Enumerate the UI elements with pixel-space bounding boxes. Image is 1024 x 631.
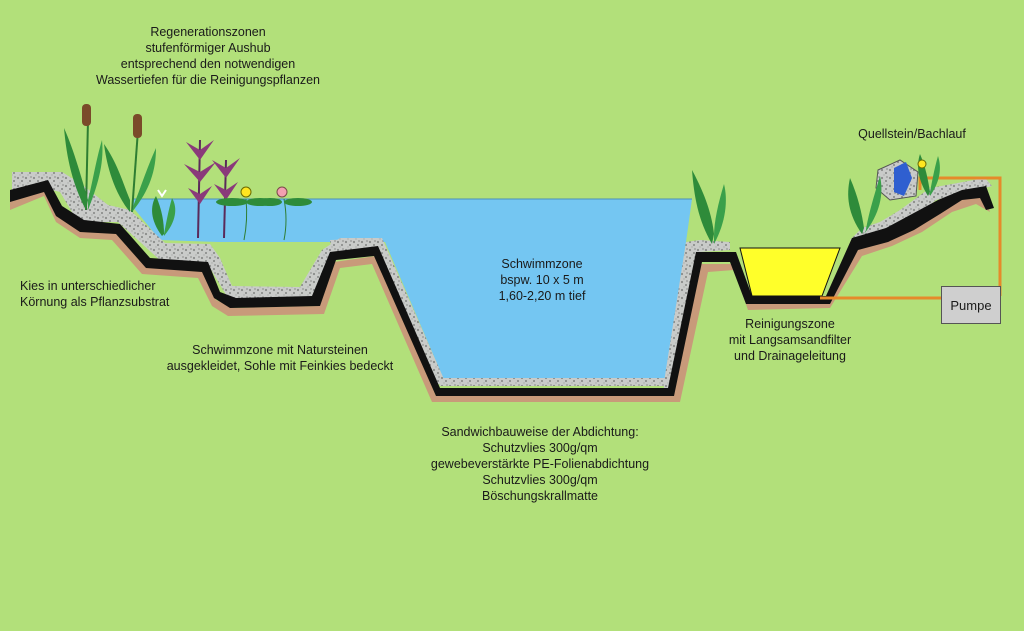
pump-label: Pumpe (950, 297, 992, 313)
sandwich-construction-label: Sandwichbauweise der Abdichtung: Schutzv… (390, 424, 690, 504)
swimming-zone-water (330, 199, 692, 382)
swimming-zone-label: Schwimmzone bspw. 10 x 5 m 1,60-2,20 m t… (462, 256, 622, 304)
bank-plant-right-1 (692, 170, 726, 244)
cleaning-zone-label: Reinigungszone mit Langsamsandfilter und… (708, 316, 872, 364)
sandwich-label-line-3: gewebeverstärkte PE-Folienabdichtung (430, 457, 650, 471)
small-aquatic-plant (152, 189, 176, 236)
pump-box: Pumpe (941, 286, 1001, 324)
source-stone-label: Quellstein/Bachlauf (832, 126, 992, 142)
gravel-label-line-2: Körnung als Pflanzsubstrat (20, 295, 170, 309)
cleaning-zone-label-line-3: und Drainageleitung (734, 349, 846, 363)
natural-stone-label-line-2: ausgekleidet, Sohle mit Feinkies bedeckt (166, 359, 394, 373)
regeneration-zones-label: Regenerationszonen stufenförmiger Aushub… (58, 24, 358, 88)
natural-stone-label-line-1: Schwimmzone mit Natursteinen (192, 343, 368, 357)
regeneration-zone-water (132, 199, 330, 242)
slow-sand-filter (739, 247, 841, 297)
regeneration-label-line-2: stufenförmiger Aushub (145, 41, 271, 55)
source-stone-label-line-1: Quellstein/Bachlauf (858, 127, 966, 141)
swimming-zone-label-line-3: 1,60-2,20 m tief (498, 289, 586, 303)
gravel-label-line-1: Kies in unterschiedlicher (20, 279, 156, 293)
purple-loosestrife-plant-1 (184, 139, 216, 239)
natural-stone-label: Schwimmzone mit Natursteinen ausgekleide… (140, 342, 420, 374)
sandwich-label-line-2: Schutzvlies 300g/qm (482, 441, 598, 455)
sandwich-label-line-4: Schutzvlies 300g/qm (482, 473, 598, 487)
regeneration-label-line-4: Wassertiefen für die Reinigungspflanzen (96, 73, 320, 87)
cattail-plant-1 (64, 104, 103, 211)
swimming-zone-label-line-2: bspw. 10 x 5 m (500, 273, 584, 287)
gravel-label: Kies in unterschiedlicher Körnung als Pf… (20, 278, 169, 310)
regeneration-label-line-1: Regenerationszonen (150, 25, 266, 39)
protective-fleece-layer (10, 186, 990, 402)
cattail-plant-2 (104, 114, 156, 213)
regeneration-label-line-3: entsprechend den notwendigen (120, 57, 296, 71)
water-lily-pink (258, 186, 312, 241)
bank-plant-right-3 (917, 154, 940, 196)
return-pipe (918, 176, 1002, 296)
bank-plant-right-2 (848, 176, 882, 234)
sandwich-label-line-1: Sandwichbauweise der Abdichtung: (441, 425, 639, 439)
swimming-zone-label-line-1: Schwimmzone (501, 257, 583, 271)
cleaning-zone-label-line-2: mit Langsamsandfilter (728, 333, 852, 347)
sandwich-label-line-5: Böschungskrallmatte (481, 489, 599, 503)
natural-stone-lining-bottom (438, 378, 668, 386)
cleaning-zone-label-line-1: Reinigungszone (745, 317, 835, 331)
gravel-substrate-left (12, 172, 384, 298)
source-stone (875, 159, 919, 201)
